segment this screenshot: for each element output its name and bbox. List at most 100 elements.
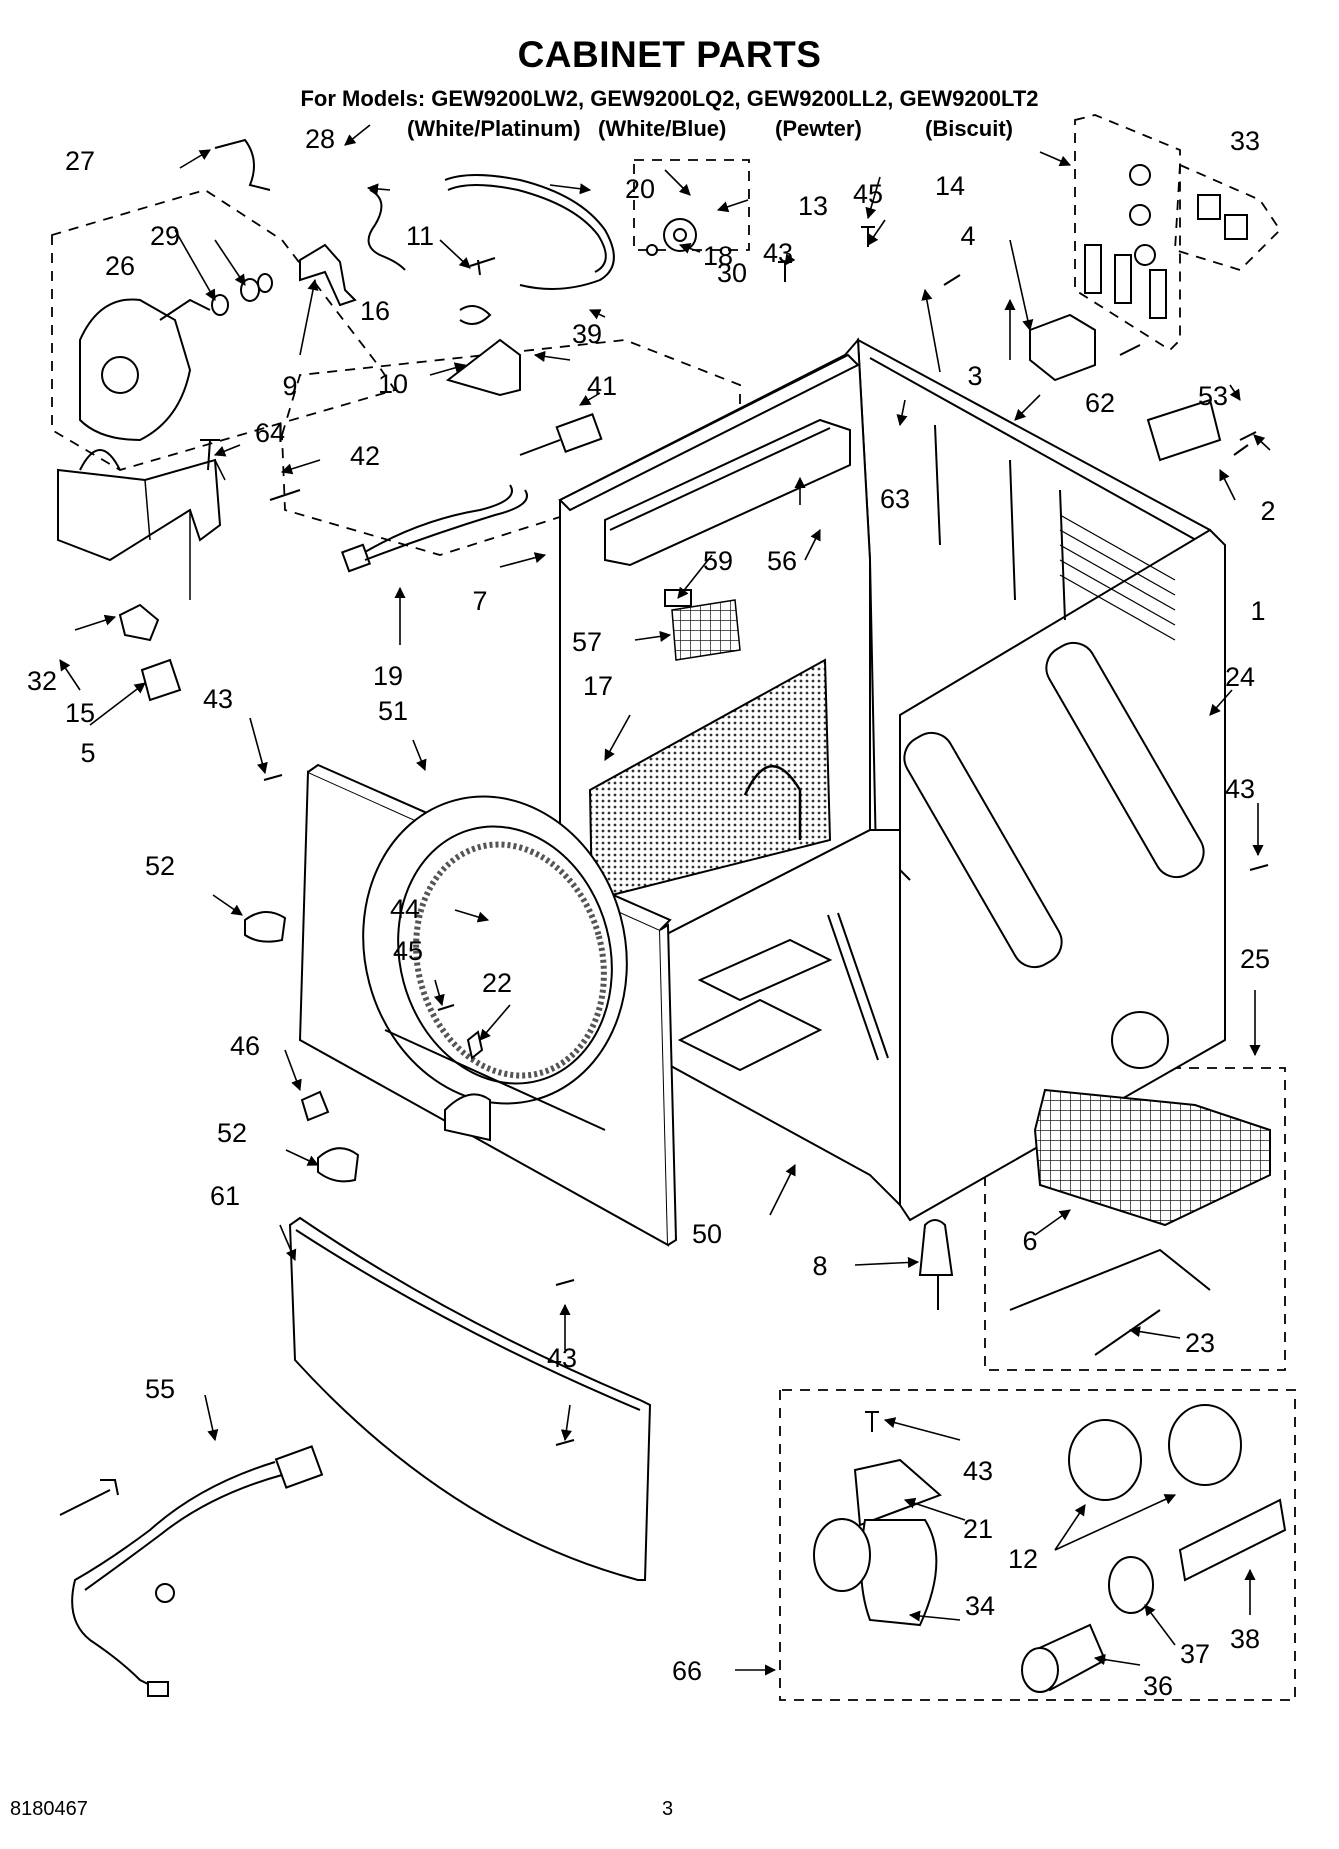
motor-parts — [57, 243, 357, 702]
motor-pulley — [101, 356, 139, 394]
callout-c3: 3 — [967, 361, 982, 391]
callout-c52a: 52 — [145, 851, 175, 881]
variant-pewter: (Pewter) — [775, 116, 862, 141]
lint-group-box — [984, 1067, 1286, 1371]
belt-idler — [214, 138, 697, 397]
part-5-switch — [140, 658, 182, 702]
mount-cradle — [79, 449, 121, 471]
switch-41 — [555, 413, 603, 453]
callout-c38: 38 — [1230, 1624, 1260, 1654]
wire-16 — [367, 189, 406, 271]
callout-c14: 14 — [935, 171, 965, 201]
callout-c66: 66 — [672, 1656, 702, 1686]
hinge-52-top — [244, 911, 287, 943]
callout-c62: 62 — [1085, 388, 1115, 418]
leader-arrows — [59, 124, 1271, 1676]
drum-belt-inner — [447, 184, 607, 273]
page-number: 3 — [662, 1798, 674, 1820]
callout-c44: 44 — [390, 894, 420, 924]
spring-10 — [459, 305, 492, 325]
screw-3 — [943, 274, 961, 286]
screw-63 — [899, 869, 911, 881]
side-emboss-1 — [903, 731, 1063, 969]
callout-c26: 26 — [105, 251, 135, 281]
thermostat-b — [1224, 214, 1248, 240]
callout-c9: 9 — [282, 371, 297, 401]
callout-c8: 8 — [812, 1251, 827, 1281]
front-panel-side-lip — [659, 923, 678, 1246]
callout-c19: 19 — [373, 661, 403, 691]
rod-23-a — [1009, 1248, 1211, 1311]
strike-46 — [300, 1090, 330, 1122]
callout-c45a: 45 — [853, 179, 883, 209]
top-rail — [558, 353, 860, 512]
callout-c46: 46 — [230, 1031, 260, 1061]
base-rib — [827, 912, 889, 1061]
idler-bracket-39 — [445, 338, 521, 397]
variant-white-platinum: (White/Platinum) — [407, 116, 581, 141]
door-seal-44 — [413, 841, 607, 1079]
callout-c27: 27 — [65, 146, 95, 176]
label-57-art — [671, 599, 741, 661]
rear-louvers — [1059, 514, 1176, 641]
callout-c6: 6 — [1022, 1226, 1037, 1256]
base-emboss-2 — [677, 998, 823, 1072]
bracket-56 — [604, 418, 851, 567]
callout-c13: 13 — [798, 191, 828, 221]
bracket-56-edge — [609, 427, 831, 531]
callout-c56: 56 — [767, 546, 797, 576]
hinge-52-bottom — [317, 1147, 360, 1183]
callout-c43d: 43 — [547, 1343, 577, 1373]
plate-21 — [853, 1458, 942, 1527]
wire-28 — [214, 138, 271, 191]
screw-2 — [1239, 431, 1257, 441]
toe-panel — [288, 1216, 652, 1581]
cap-12b — [1168, 1404, 1242, 1486]
door-ring-inner — [397, 825, 613, 1085]
thermal-fuse-b — [1114, 254, 1132, 304]
bracket-4 — [1029, 313, 1096, 382]
callout-c52b: 52 — [217, 1118, 247, 1148]
thermostat-group-box — [1174, 163, 1282, 272]
callout-c34: 34 — [965, 1591, 995, 1621]
harness-55 — [59, 1445, 324, 1697]
idler-pulley-18 — [663, 218, 697, 252]
part-32-motor-mount — [57, 458, 222, 562]
cover-62 — [1146, 398, 1222, 462]
toe-panel-body — [288, 1216, 652, 1581]
callout-c24: 24 — [1225, 662, 1255, 692]
door-catch — [444, 1093, 491, 1142]
elbow-34 — [860, 1519, 938, 1627]
leveling-leg-8 — [918, 1219, 954, 1276]
callout-c2: 2 — [1260, 496, 1275, 526]
callout-c4: 4 — [960, 221, 975, 251]
part-9-clamp — [299, 243, 357, 307]
callout-c5: 5 — [80, 738, 95, 768]
callout-c25: 25 — [1240, 944, 1270, 974]
callout-c43b: 43 — [203, 684, 233, 714]
callout-c36: 36 — [1143, 1671, 1173, 1701]
base-emboss-1 — [697, 938, 833, 1002]
screw-43-bottom1 — [555, 1279, 575, 1286]
callout-c11: 11 — [406, 221, 434, 251]
part-15 — [118, 603, 160, 642]
screw-45-door — [437, 1004, 455, 1011]
callout-c18: 18 — [703, 241, 733, 271]
callout-c15: 15 — [65, 698, 95, 728]
cap-12a — [1068, 1419, 1142, 1501]
screw-43-left — [263, 774, 283, 781]
callout-c10: 10 — [378, 369, 408, 399]
harness-55-connector — [274, 1445, 324, 1489]
callout-c43c: 43 — [1225, 774, 1255, 804]
callout-c55: 55 — [145, 1374, 175, 1404]
callout-c43e: 43 — [963, 1456, 993, 1486]
callout-c7: 7 — [472, 586, 487, 616]
callout-c29: 29 — [150, 221, 180, 251]
screw-11 — [469, 257, 496, 276]
drum-belt — [444, 174, 615, 290]
callout-c12: 12 — [1008, 1544, 1038, 1574]
callout-c50: 50 — [692, 1219, 722, 1249]
callout-c1: 1 — [1250, 596, 1265, 626]
harness-55-main — [71, 1461, 276, 1691]
